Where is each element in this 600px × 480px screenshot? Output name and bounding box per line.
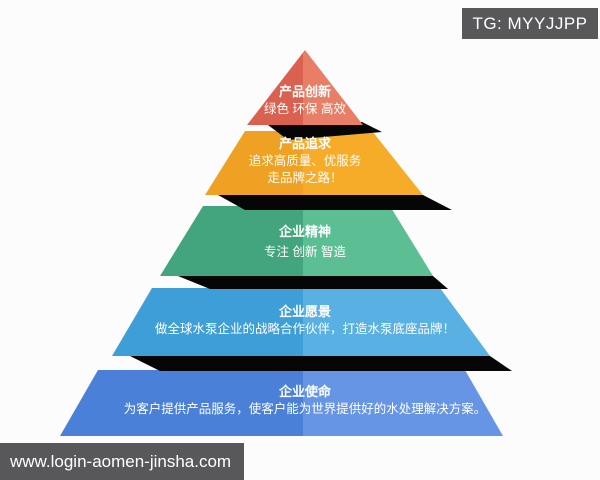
pyramid-layer-5-face bbox=[60, 370, 503, 436]
pyramid-layer-4-shadow bbox=[130, 356, 512, 371]
pyramid-layer-3-shadow bbox=[178, 276, 448, 289]
telegram-watermark-label: TG: MYYJJPP bbox=[472, 13, 588, 33]
telegram-watermark-badge: TG: MYYJJPP bbox=[462, 8, 598, 39]
pyramid-layer-2-shadow bbox=[218, 195, 452, 210]
pyramid-layer-4-face bbox=[112, 288, 490, 356]
pyramid-layer-1-shadow bbox=[264, 122, 382, 140]
pyramid-layer-1-face bbox=[247, 50, 363, 125]
pyramid-layer-2-face bbox=[205, 131, 423, 195]
url-watermark-label: www.login-aomen-jinsha.com bbox=[10, 451, 232, 471]
url-watermark-badge: www.login-aomen-jinsha.com bbox=[0, 443, 244, 480]
pyramid-layer-3-face bbox=[160, 206, 433, 276]
